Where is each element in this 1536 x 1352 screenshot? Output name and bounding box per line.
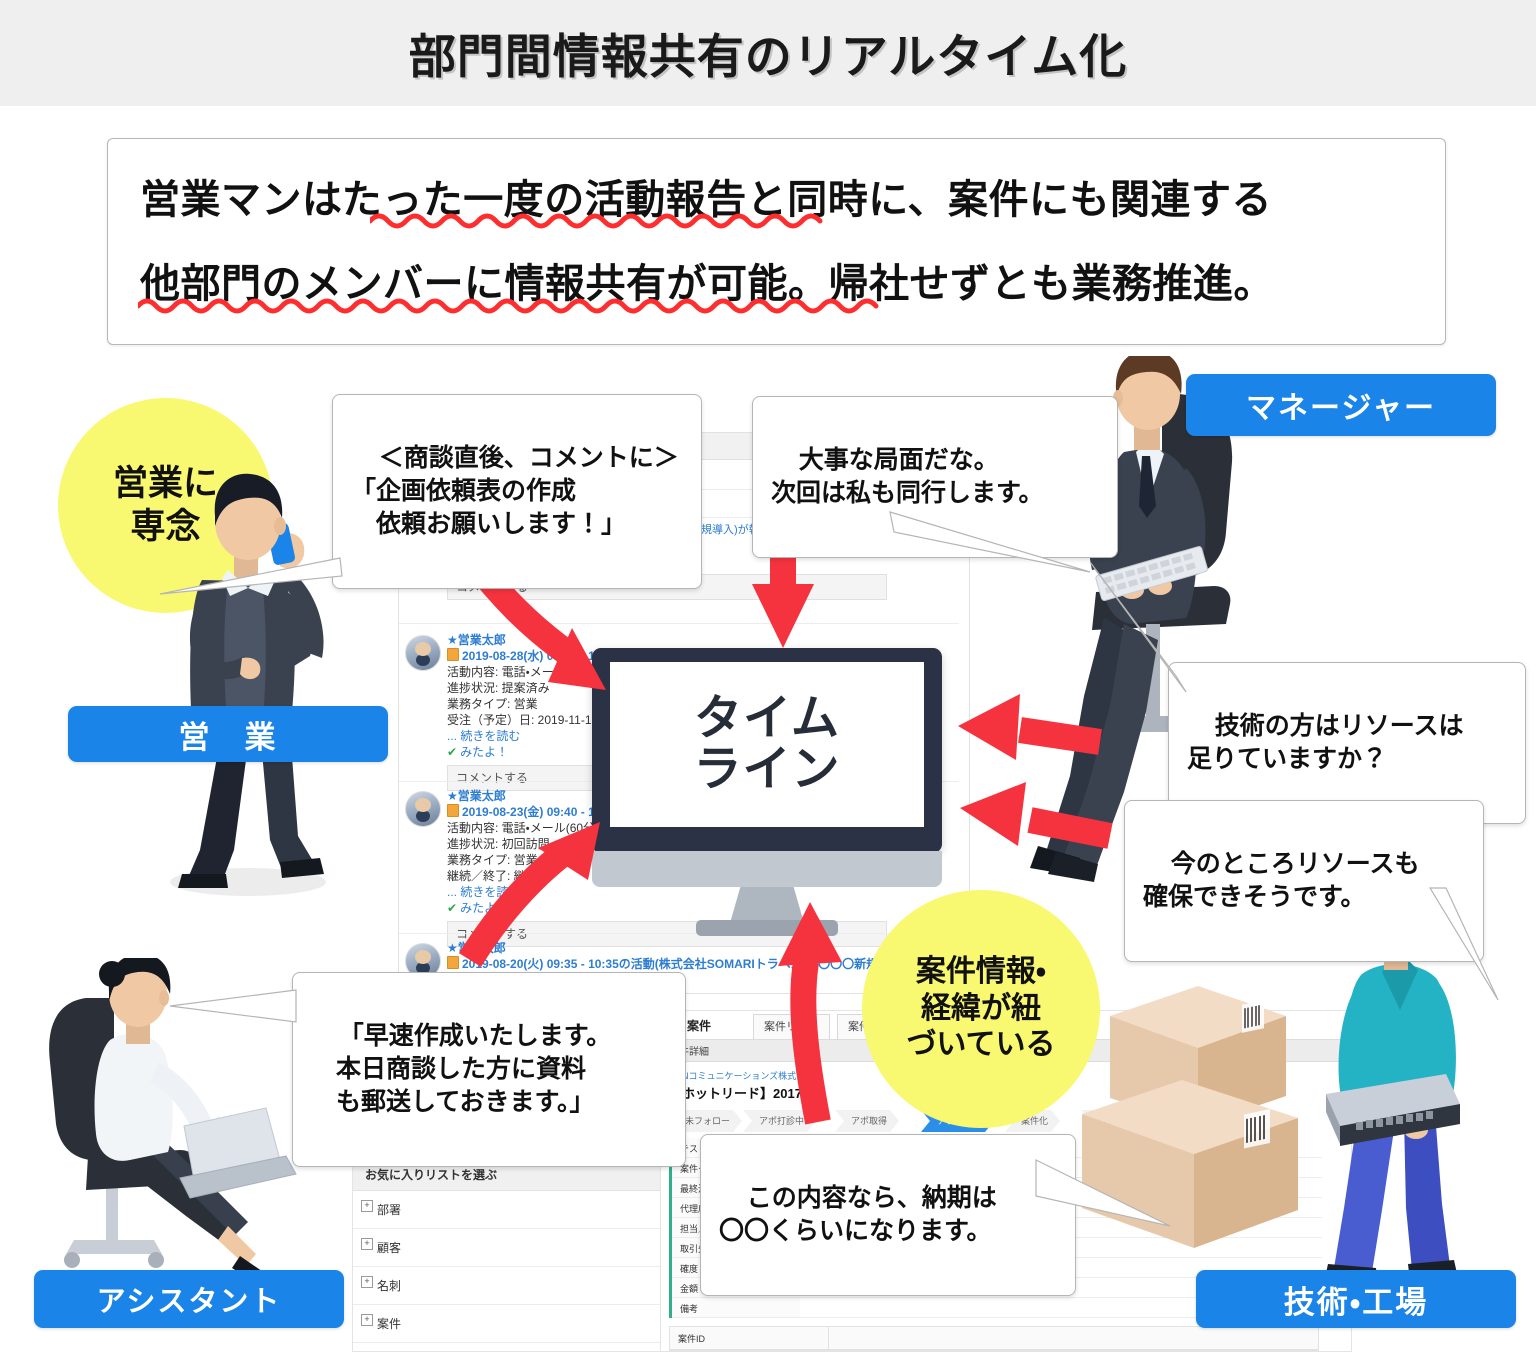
badge-sales: 営 業 xyxy=(68,706,388,762)
read-more-link[interactable]: ... 続きを読む xyxy=(447,729,521,743)
squiggle-underline-2 xyxy=(138,298,879,314)
monitor-foot xyxy=(696,920,838,936)
badge-label: 営 業 xyxy=(178,719,278,755)
bubble-assistant-comment: 「早速作成いたします。 本日商談した方に資料 も郵送しておきます。」 xyxy=(292,972,686,1167)
timeline-monitor: タイム ライン xyxy=(592,648,962,938)
detail-org[interactable]: NNNコミュニケーションズ株式会社 xyxy=(669,1071,815,1081)
expand-icon[interactable]: + xyxy=(361,1314,373,1326)
bubble-text: ＜商談直後、コメントに＞ 「企画依頼表の作成 依頼お願いします！」 xyxy=(351,444,679,538)
monitor-frame xyxy=(592,648,942,853)
bubble-sales-comment: ＜商談直後、コメントに＞ 「企画依頼表の作成 依頼お願いします！」 xyxy=(332,394,702,589)
post-date: 2019-08-20(火) 09:35 - 10:35の活動(株式会社SOMAR… xyxy=(447,956,969,972)
list-item[interactable]: +部署 xyxy=(353,1191,663,1229)
bubble-text: 大事な局面だな。 次回は私も同行します。 xyxy=(771,446,1044,507)
bubble-text: この内容なら、納期は 〇〇くらいになります。 xyxy=(719,1184,997,1245)
highlight-circle-case-info: 案件情報・ 経緯が紐 づいている xyxy=(862,890,1100,1128)
illustration-boxes xyxy=(1058,948,1328,1288)
calendar-icon xyxy=(447,648,459,661)
badge-tech-factory: 技術・工場 xyxy=(1196,1270,1516,1328)
divider xyxy=(399,933,959,934)
post-field: 業務タイプ: 営業 xyxy=(447,697,538,711)
list-item[interactable]: +案件 xyxy=(353,1305,663,1343)
post-field: 受注（予定）日: 2019-11-15 xyxy=(447,713,599,727)
monitor-neck xyxy=(730,887,804,923)
post-author[interactable]: ★営業太郎 xyxy=(447,789,506,803)
lead-line-2: 他部門のメンバーに情報共有が可能。帰社せずとも業務推進。 xyxy=(140,262,1274,306)
bubble-tail-assistant xyxy=(169,989,297,1023)
step-unfollowed[interactable]: 未フォロー xyxy=(669,1110,742,1132)
divider xyxy=(399,623,959,624)
monitor-text-line-2: ライン xyxy=(693,742,841,796)
tab-case-list[interactable]: 案件リスト xyxy=(753,1014,830,1039)
list-item[interactable]: +顧客 xyxy=(353,1229,663,1267)
check-icon: ✔ xyxy=(447,745,458,759)
highlight-circle-label: 案件情報・ 経緯が紐 づいている xyxy=(906,955,1056,1062)
detail-title: 案件 xyxy=(687,1019,712,1033)
bubble-tail-sales xyxy=(159,557,343,595)
lead-statement-box: 営業マンはたった一度の活動報告と同時に、案件にも関連する 他部門のメンバーに情報… xyxy=(107,138,1446,345)
badge-label: アシスタント xyxy=(96,1286,282,1318)
monitor-text-line-1: タイム xyxy=(693,691,841,745)
bubble-text: 今のところリソースも 確保できそうです。 xyxy=(1143,850,1420,911)
expand-icon[interactable]: + xyxy=(361,1276,373,1288)
bubble-tail-manager xyxy=(889,511,1091,573)
row-value xyxy=(829,1327,1318,1349)
post-field: 進捗状況: 提案済み xyxy=(447,681,550,695)
squiggle-underline-1 xyxy=(370,213,823,229)
badge-label: マネージャー xyxy=(1246,392,1436,425)
table-row: 案件ID xyxy=(669,1326,1319,1350)
avatar xyxy=(405,791,441,827)
seen-label: ✔みたよ！ xyxy=(447,745,509,759)
bubble-delivery-estimate: この内容なら、納期は 〇〇くらいになります。 xyxy=(700,1134,1076,1296)
bubble-manager-comment: 大事な局面だな。 次回は私も同行します。 xyxy=(752,396,1118,558)
expand-icon[interactable]: + xyxy=(361,1200,373,1212)
header-bar: 部門間情報共有のリアルタイム化 xyxy=(0,0,1536,106)
step-appointment-obtained[interactable]: アポ取得 xyxy=(835,1110,899,1132)
bubble-manager-question: 技術の方はリソースは 足りていますか？ xyxy=(1168,662,1526,824)
bubble-tech-answer: 今のところリソースも 確保できそうです。 xyxy=(1124,800,1484,962)
check-icon: ✔ xyxy=(447,901,458,915)
expand-icon[interactable]: + xyxy=(361,1238,373,1250)
bubble-text: 技術の方はリソースは 足りていますか？ xyxy=(1187,712,1464,773)
highlight-circle-label: 営業に 専念 xyxy=(112,463,218,546)
badge-label: 技術・工場 xyxy=(1283,1284,1429,1320)
avatar xyxy=(405,635,441,671)
monitor-screen xyxy=(610,662,924,827)
post-author[interactable]: ★営業太郎 xyxy=(447,633,506,647)
badge-assistant: アシスタント xyxy=(34,1270,344,1328)
bubble-tail-delivery xyxy=(1035,1159,1171,1227)
page-title: 部門間情報共有のリアルタイム化 xyxy=(408,30,1128,83)
monitor-screen-text: タイム ライン xyxy=(610,662,924,827)
row-label: 案件ID xyxy=(670,1327,829,1349)
calendar-icon xyxy=(447,804,459,817)
table-row: 備考 xyxy=(672,1298,1322,1318)
calendar-icon xyxy=(447,956,459,969)
monitor-base xyxy=(592,851,942,887)
bubble-tail-manager-question xyxy=(1089,561,1187,693)
illustration-salesman xyxy=(130,430,360,900)
detail-project: 【ホットリード】2017-04 xyxy=(669,1086,821,1101)
bubble-tail-tech xyxy=(1428,887,1499,1001)
list-item[interactable]: +名刺 xyxy=(353,1267,663,1305)
detail-footer-table: 案件ID 窓口 取引先住所情報登録日付内容 日別活動履歴営業部／石川（本郷商社）… xyxy=(669,1326,1319,1351)
step-appointment-requesting[interactable]: アポ打診中 xyxy=(743,1110,816,1132)
illustration-manager xyxy=(1000,349,1280,956)
badge-manager: マネージャー xyxy=(1186,374,1496,436)
row-label: 備考 xyxy=(672,1298,800,1317)
bubble-text: 「早速作成いたします。 本日商談した方に資料 も郵送しておきます。」 xyxy=(336,1022,612,1116)
